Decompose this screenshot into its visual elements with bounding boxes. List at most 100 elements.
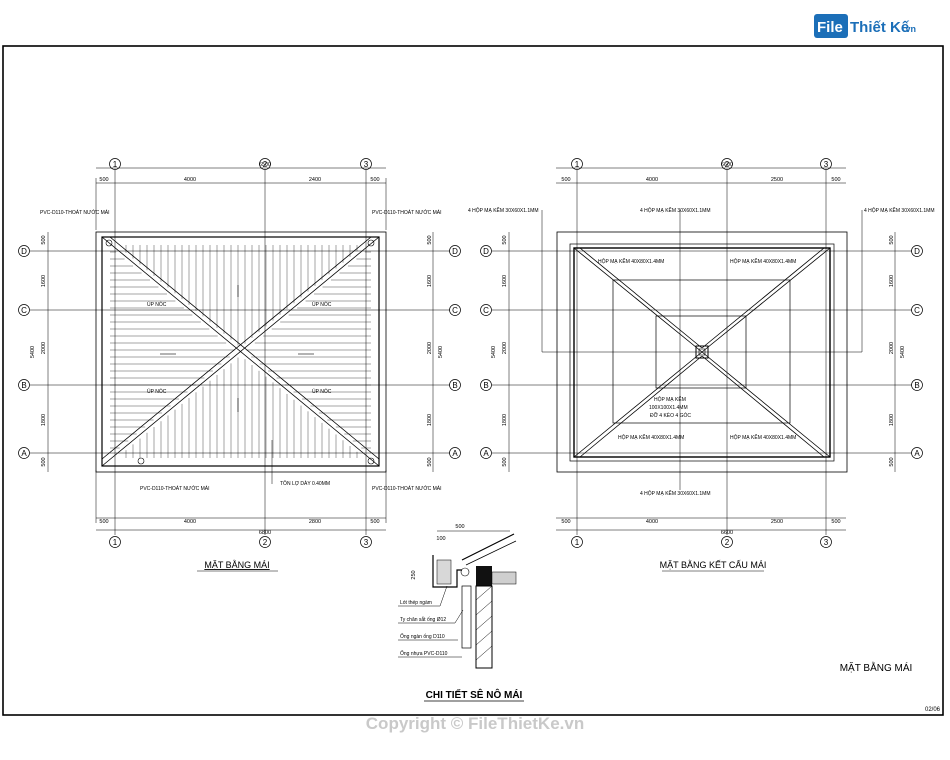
s-note-center-2: 100X100X1.4MM: [649, 405, 688, 411]
logo-part2: Thiết Kế: [850, 19, 910, 36]
detail-title: CHI TIẾT SÊ NÔ MÁI: [426, 688, 523, 701]
s-axis-col-3-bottom: 3: [824, 538, 829, 547]
s-dim-overall-bottom: 6600: [721, 530, 733, 536]
dim-top-1: 500: [99, 177, 108, 183]
s-dim-left-3: 2000: [502, 342, 508, 354]
s-axis-col-3: 3: [824, 160, 829, 169]
note-pipe-bl: PVC-D110-THOÁT NƯỚC MÁI: [140, 485, 210, 492]
s-note-rafter-br: HỘP MẠ KẼM 40X80X1.4MM: [730, 434, 796, 441]
axis-col-1: 1: [113, 160, 118, 169]
axis-row-b: B: [21, 381, 26, 390]
logo-badge: [814, 14, 848, 38]
dim-overall-top: 6500: [259, 162, 271, 168]
detail-label-2: Ty chân sắt ống Ø12: [400, 616, 446, 623]
watermark: Copyright © FileThietKe.vn: [366, 714, 584, 733]
note-pipe-br: PVC-D110-THOÁT NƯỚC MÁI: [372, 485, 442, 492]
s-note-rafter-tr: HỘP MẠ KẼM 40X80X1.4MM: [730, 258, 796, 265]
s-note-center-1: HỘP MẠ KẼM: [654, 396, 686, 403]
dim-left-1: 500: [41, 235, 47, 244]
dim-left-2: 1600: [41, 275, 47, 287]
sheet-title: MẶT BẰNG MÁI: [840, 661, 913, 674]
wall-beam: [476, 566, 492, 586]
s-axis-row-d: D: [483, 247, 489, 256]
note-ridge-1: ÚP NÓC: [147, 301, 167, 308]
dim-bottom-4: 500: [370, 519, 379, 525]
s-note-rafter-tl: HỘP MẠ KẼM 40X80X1.4MM: [598, 258, 664, 265]
axis-bubbles-left: [18, 158, 461, 548]
drain-pipe-top: [460, 567, 470, 577]
dim-left-3: 2000: [41, 342, 47, 354]
s-dim-top-2: 4000: [646, 177, 658, 183]
roof-plan: 6500 500 4000 2400 500 500 4000 2800 500…: [18, 158, 461, 572]
axis-row-c: C: [21, 306, 27, 315]
structure-plan-title: MẶT BẰNG KẾT CẤU MÁI: [660, 560, 767, 570]
s-dim-left-5: 500: [502, 457, 508, 466]
drain-point-br: [367, 457, 375, 465]
s-axis-col-2-bottom: 2: [725, 538, 730, 547]
dim-bottom-3: 2800: [309, 519, 321, 525]
note-pipe-tr: PVC-D110-THOÁT NƯỚC MÁI: [372, 209, 442, 216]
s-axis-col-2: 2: [725, 160, 730, 169]
logo-part3: .vn: [903, 24, 916, 34]
s-axis-row-a-right: A: [914, 449, 920, 458]
axis-col-1-bottom: 1: [113, 538, 118, 547]
s-dim-bottom-3: 2500: [771, 519, 783, 525]
s-dim-right-4: 1800: [889, 414, 895, 426]
drain-point-tr: [367, 239, 375, 247]
wall-column: [475, 585, 493, 669]
drain-point-bl: [137, 457, 145, 465]
dim-right-5: 500: [427, 457, 433, 466]
roof-structure-plan: 6600 500 4000 2500 500 500 4000 2500 500…: [468, 158, 935, 572]
dim-top-3: 2400: [309, 177, 321, 183]
s-dim-overall-top: 6600: [721, 162, 733, 168]
dim-left-4: 1800: [41, 414, 47, 426]
s-dim-bottom-1: 500: [561, 519, 570, 525]
s-dim-left-2: 1600: [502, 275, 508, 287]
s-note-purlin-tl: 4 HỘP MẠ KẼM 30X60X1.1MM: [468, 207, 539, 214]
detail-label-3: Ống ngàn ống D110: [400, 633, 445, 640]
detail-label-1: Lót thép ngàm: [400, 600, 432, 606]
note-pipe-tl: PVC-D110-THOÁT NƯỚC MÁI: [40, 209, 110, 216]
s-axis-row-d-right: D: [914, 247, 920, 256]
hip-ridges: [101, 236, 380, 467]
dim-overall-right: 5400: [438, 346, 444, 358]
axis-row-c-right: C: [452, 306, 458, 315]
roof-outline-outer: [95, 231, 387, 473]
axis-row-a: A: [21, 449, 27, 458]
s-axis-row-a: A: [483, 449, 489, 458]
s-dim-top-3: 2500: [771, 177, 783, 183]
axis-row-d-right: D: [452, 247, 458, 256]
dim-top-4: 500: [370, 177, 379, 183]
dim-right-2: 1600: [427, 275, 433, 287]
dim-bottom-2: 4000: [184, 519, 196, 525]
s-axis-row-b: B: [483, 381, 488, 390]
s-dim-right-3: 2000: [889, 342, 895, 354]
drain-point-tl: [105, 239, 113, 247]
s-dim-right-1: 500: [889, 235, 895, 244]
s-note-rafter-bl: HỘP MẠ KẼM 40X80X1.4MM: [618, 434, 684, 441]
s-dim-overall-left: 5400: [491, 346, 497, 358]
s-dim-left-1: 500: [502, 235, 508, 244]
s-axis-row-b-right: B: [914, 381, 919, 390]
gutter-body: [432, 555, 462, 588]
s-note-purlin-tr: 4 HỘP MẠ KẼM 30X60X1.1MM: [864, 207, 935, 214]
s-dim-top-1: 500: [561, 177, 570, 183]
sheet-number: 02/06: [925, 707, 941, 713]
s-note-purlin-b: 4 HỘP MẠ KẼM 30X60X1.1MM: [640, 490, 711, 497]
axis-row-b-right: B: [452, 381, 457, 390]
axis-col-2-bottom: 2: [263, 538, 268, 547]
dim-left-5: 500: [41, 457, 47, 466]
s-dim-right-5: 500: [889, 457, 895, 466]
note-ridge-2: ÚP NÓC: [312, 301, 332, 308]
dim-right-1: 500: [427, 235, 433, 244]
structure-center-post: [695, 345, 709, 359]
dim-right-3: 2000: [427, 342, 433, 354]
s-axis-col-1-bottom: 1: [575, 538, 580, 547]
dim-right-4: 1800: [427, 414, 433, 426]
axis-row-d: D: [21, 247, 27, 256]
s-note-purlin-tc: 4 HỘP MẠ KẼM 30X60X1.1MM: [640, 207, 711, 214]
dim-bottom-1: 500: [99, 519, 108, 525]
detail-dim-top: 500: [455, 524, 464, 530]
s-dim-left-4: 1800: [502, 414, 508, 426]
detail-label-4: Ống nhựa PVC-D110: [400, 650, 448, 657]
